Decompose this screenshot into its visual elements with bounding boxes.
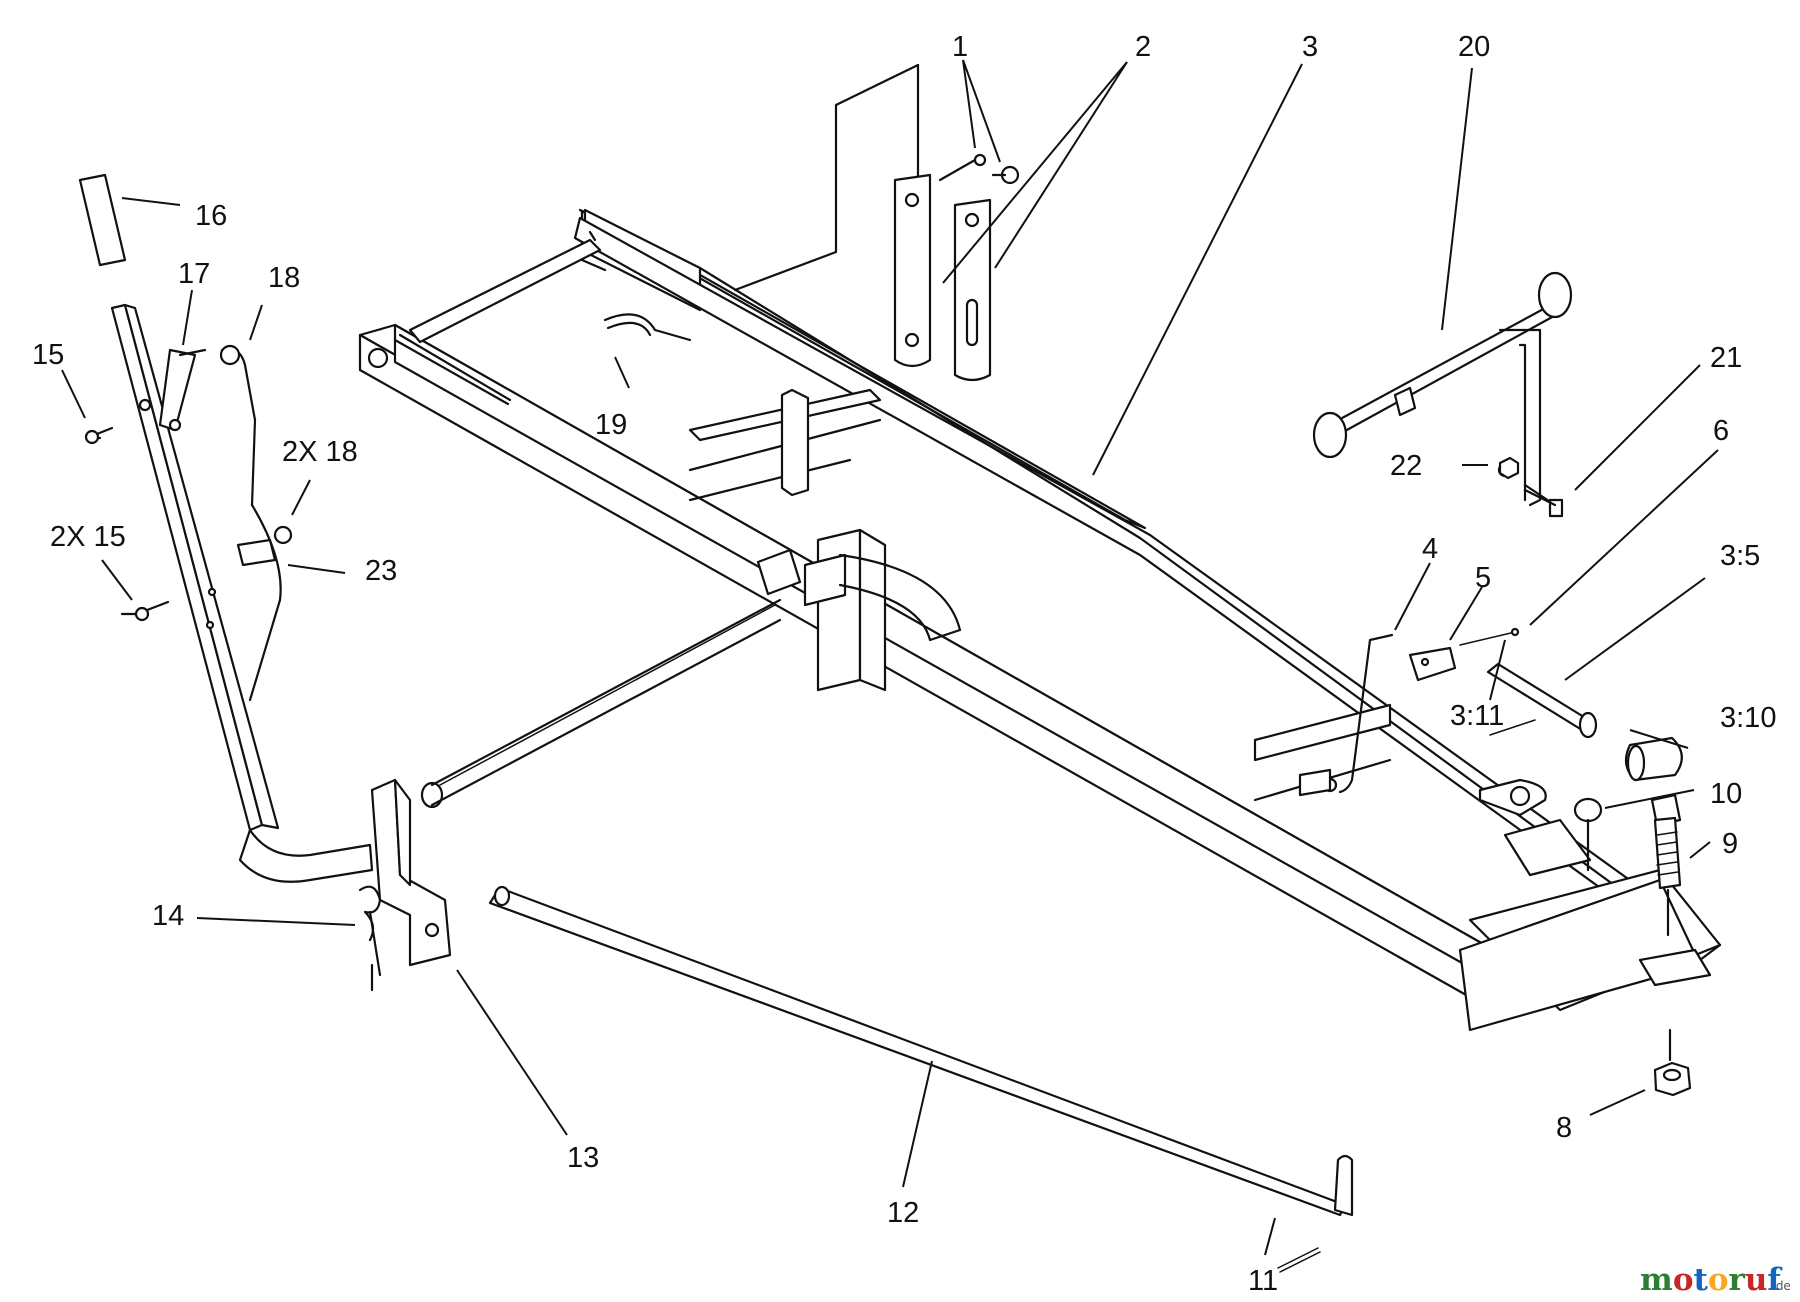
pivot-bracket-part <box>368 598 782 977</box>
callout-10: 10 <box>1710 778 1742 810</box>
callout-8: 8 <box>1556 1112 1572 1144</box>
callout-3: 3 <box>1302 31 1318 63</box>
callout-23: 23 <box>365 555 397 587</box>
lift-rod-part <box>1312 271 1573 518</box>
callout-1: 1 <box>952 31 968 63</box>
mounting-plate-outline <box>733 63 920 292</box>
link-bar-part <box>893 173 992 382</box>
watermark-logo: motoruf .de <box>1640 1262 1791 1298</box>
svg-text:motoruf: motoruf <box>1640 1262 1782 1298</box>
pin-6 <box>1459 631 1516 646</box>
leader-lines <box>61 59 1719 1256</box>
callout-6: 6 <box>1713 415 1729 447</box>
hand-lever-part <box>78 173 374 883</box>
callout-9: 9 <box>1722 828 1738 860</box>
nut-22 <box>1498 456 1520 480</box>
callout-22: 22 <box>1390 450 1422 482</box>
callout-15: 15 <box>32 339 64 371</box>
callout-18: 18 <box>268 262 300 294</box>
callout-5: 5 <box>1475 562 1491 594</box>
cotter-pin-11 <box>1277 1247 1319 1269</box>
hairpin-clip-14 <box>358 885 382 942</box>
callout-11: 11 <box>1248 1265 1278 1297</box>
callout-3-5: 3:5 <box>1720 540 1760 572</box>
long-rod-part <box>488 885 1354 1217</box>
callout-13: 13 <box>567 1142 599 1174</box>
callout-19: 19 <box>595 409 627 441</box>
bracket-5 <box>1408 646 1457 682</box>
callout-16: 16 <box>195 200 227 232</box>
callout-21: 21 <box>1710 342 1742 374</box>
callout-labels: 1 2 3 20 16 17 18 15 19 21 22 6 2X 18 2X… <box>32 31 1776 1297</box>
main-frame-part <box>358 208 1722 1032</box>
callout-2x15: 2X 15 <box>50 521 126 553</box>
callout-3-10: 3:10 <box>1720 702 1776 734</box>
pin-3-11 <box>1489 719 1536 736</box>
callout-2: 2 <box>1135 31 1151 63</box>
callout-2x18: 2X 18 <box>282 436 358 468</box>
callout-20: 20 <box>1458 31 1490 63</box>
link-rod-4 <box>1338 633 1394 794</box>
callout-14: 14 <box>152 900 184 932</box>
callout-3-11: 3:11 <box>1450 700 1504 732</box>
callout-17: 17 <box>178 258 210 290</box>
bolt-part <box>938 153 1020 185</box>
hairpin-clip-19 <box>603 313 692 342</box>
callout-12: 12 <box>887 1197 919 1229</box>
bolt-9 <box>1650 793 1682 937</box>
nut-8 <box>1653 1028 1692 1097</box>
washer-10 <box>1573 797 1603 823</box>
bolt-21 <box>1523 488 1557 507</box>
callout-4: 4 <box>1422 533 1438 565</box>
svg-text:.de: .de <box>1772 1279 1791 1293</box>
